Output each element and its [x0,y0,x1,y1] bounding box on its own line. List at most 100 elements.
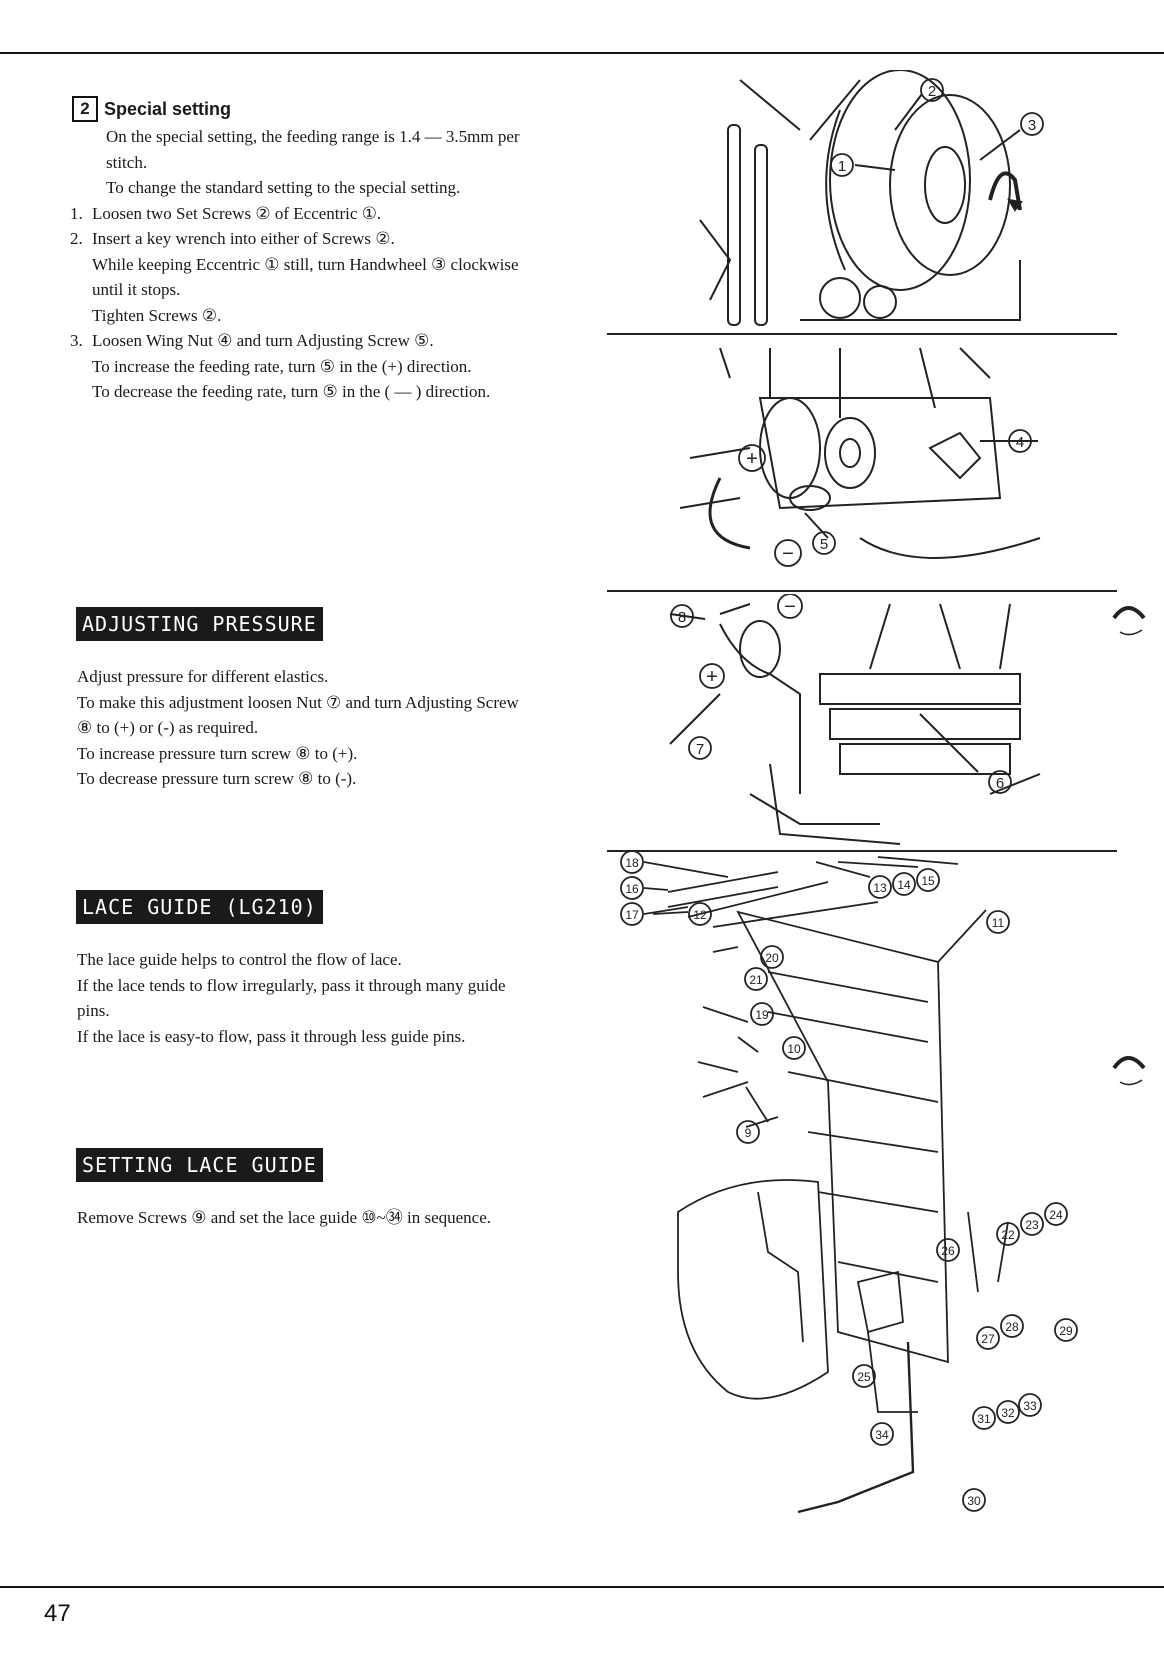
svg-text:11: 11 [992,916,1005,930]
callout-10: 10 [782,1036,806,1060]
svg-text:21: 21 [749,973,763,987]
callout-23: 23 [1020,1212,1044,1236]
svg-text:25: 25 [857,1370,871,1384]
figure-divider [607,850,1117,852]
callout-11: 11 [986,910,1010,934]
intro-line: To change the standard setting to the sp… [106,178,461,197]
svg-text:+: + [706,666,718,688]
callout-20: 20 [760,945,784,969]
callout-17: 17 [620,902,644,926]
callout-28: 28 [1000,1314,1024,1338]
callout-34: 34 [870,1422,894,1446]
svg-text:19: 19 [755,1008,769,1022]
callout-24: 24 [1044,1202,1068,1226]
svg-text:17: 17 [625,908,639,922]
step-text: Loosen two Set Screws ② of Eccentric ①. [92,203,382,223]
lace-guide-body: The lace guide helps to control the flow… [77,947,577,1049]
step-1: 1. Loosen two Set Screws ② of Eccentric … [70,201,570,227]
svg-text:12: 12 [693,908,707,922]
svg-text:33: 33 [1023,1399,1037,1413]
handwheel-eccentric-figure: 2 3 1 [699,70,1044,326]
body-line: Adjust pressure for different elastics. [77,667,329,686]
figure-divider [607,333,1117,335]
svg-text:23: 23 [1025,1218,1039,1232]
svg-text:1: 1 [838,158,846,175]
lace-guide-assembly-figure: 18 16 17 12 13 14 15 11 20 21 19 10 9 26… [620,852,1078,1514]
step-text: To increase the feeding rate, turn ⑤ in … [92,356,472,376]
body-line: To increase pressure turn screw ⑧ to (+)… [77,743,358,763]
body-line: If the lace tends to flow irregularly, p… [77,975,506,995]
adjusting-pressure-body: Adjust pressure for different elastics. … [77,664,577,792]
special-setting-body: On the special setting, the feeding rang… [70,124,570,405]
intro-line: On the special setting, the feeding rang… [106,127,520,146]
minus-sign: − [774,539,802,567]
intro-line: stitch. [106,152,148,172]
svg-text:30: 30 [967,1494,981,1508]
plus-sign: + [738,444,766,472]
callout-19: 19 [750,1002,774,1026]
body-line: The lace guide helps to control the flow… [77,950,402,969]
svg-text:+: + [746,448,758,470]
section-number-box: 2 [72,96,98,122]
binder-hole-mark [1112,1056,1146,1086]
callout-18: 18 [620,852,644,874]
callout-14: 14 [892,872,916,896]
step-text: To decrease the feeding rate, turn ⑤ in … [92,382,491,401]
step-number: 3. [70,331,83,350]
step-2: 2. Insert a key wrench into either of Sc… [70,226,570,328]
body-line: To make this adjustment loosen Nut ⑦ and… [77,692,519,712]
callout-21: 21 [744,967,768,991]
feed-adjust-figure: + − 4 5 [679,347,1041,567]
svg-text:32: 32 [1001,1406,1015,1420]
svg-text:10: 10 [787,1042,801,1056]
callout-2: 2 [920,78,944,102]
svg-text:6: 6 [996,775,1004,792]
setting-lace-guide-body: Remove Screws ⑨ and set the lace guide ⑩… [77,1205,577,1231]
svg-text:5: 5 [820,536,828,553]
step-text: Tighten Screws ②. [92,305,222,325]
callout-3: 3 [1020,112,1044,136]
callout-13: 13 [868,875,892,899]
callout-5: 5 [812,531,836,555]
svg-text:29: 29 [1059,1324,1073,1338]
callout-15: 15 [916,868,940,892]
callout-9: 9 [736,1120,760,1144]
callout-27: 27 [976,1326,1000,1350]
callout-7: 7 [688,736,712,760]
step-text: until it stops. [92,280,181,299]
svg-text:3: 3 [1028,117,1036,134]
svg-text:20: 20 [765,951,779,965]
pressure-adjust-figure: 8 − + 7 6 [669,594,1041,845]
callout-33: 33 [1018,1393,1042,1417]
svg-text:13: 13 [873,881,887,895]
svg-text:9: 9 [745,1126,752,1140]
callout-25: 25 [852,1364,876,1388]
svg-text:8: 8 [678,609,686,626]
binder-hole-mark [1112,606,1146,636]
special-setting-title: Special setting [104,98,232,119]
svg-text:31: 31 [977,1412,991,1426]
page-number: 47 [44,1600,71,1627]
callout-6: 6 [988,770,1012,794]
step-number: 2. [70,229,83,248]
lace-guide-banner: LACE GUIDE (LG210) [76,890,323,924]
body-line: If the lace is easy-to flow, pass it thr… [77,1026,466,1046]
callout-26: 26 [936,1238,960,1262]
plus-sign: + [699,663,725,689]
svg-text:7: 7 [696,741,704,758]
minus-sign: − [777,594,803,619]
svg-text:2: 2 [928,83,936,100]
svg-text:34: 34 [875,1428,889,1442]
callout-16: 16 [620,876,644,900]
svg-text:14: 14 [897,878,911,892]
step-3: 3. Loosen Wing Nut ④ and turn Adjusting … [70,328,570,405]
callout-32: 32 [996,1400,1020,1424]
svg-text:26: 26 [941,1244,955,1258]
setting-lace-guide-banner: SETTING LACE GUIDE [76,1148,323,1182]
adjusting-pressure-banner: ADJUSTING PRESSURE [76,607,323,641]
svg-text:27: 27 [981,1332,995,1346]
callout-1: 1 [830,153,854,177]
step-number: 1. [70,203,83,223]
body-line: ⑧ to (+) or (-) as required. [77,718,259,737]
step-text: Loosen Wing Nut ④ and turn Adjusting Scr… [92,331,434,350]
